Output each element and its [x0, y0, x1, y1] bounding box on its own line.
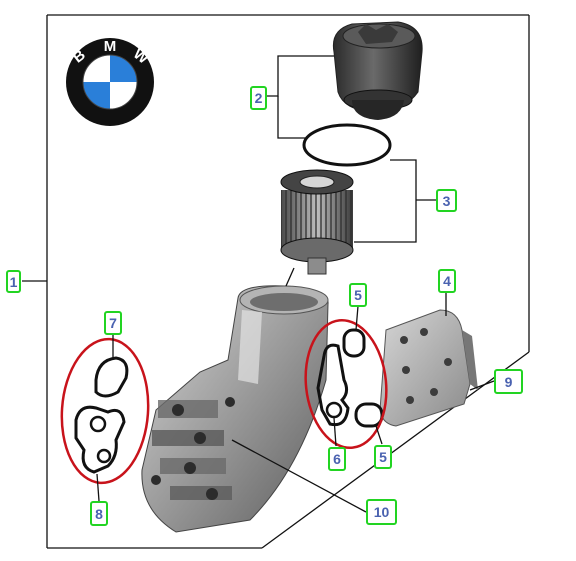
leader-lines — [96, 55, 495, 513]
oil-cooler — [379, 309, 478, 427]
gasket-group-left — [74, 356, 129, 474]
callout-10[interactable]: 10 — [366, 499, 397, 525]
callout-7[interactable]: 7 — [104, 311, 122, 335]
callout-8[interactable]: 8 — [90, 501, 108, 526]
callout-5-bottom[interactable]: 5 — [374, 445, 392, 469]
frame-outline — [22, 14, 530, 549]
highlight-circle-left — [60, 337, 150, 485]
callout-3[interactable]: 3 — [436, 189, 457, 212]
callout-9[interactable]: 9 — [494, 369, 523, 394]
logo-letter-m: M — [104, 38, 117, 55]
bmw-logo: B M W — [66, 38, 154, 126]
callout-1[interactable]: 1 — [6, 270, 21, 293]
oil-filter-element — [280, 169, 354, 275]
cap-seal-ring — [302, 123, 392, 167]
callout-4[interactable]: 4 — [438, 269, 456, 293]
oil-filter-cap — [332, 21, 423, 120]
callout-5-top[interactable]: 5 — [349, 283, 367, 307]
highlight-circle-middle — [304, 318, 388, 450]
callout-6[interactable]: 6 — [328, 447, 346, 471]
gasket-group-middle — [316, 328, 384, 428]
oil-filter-housing — [141, 285, 329, 533]
callout-2[interactable]: 2 — [250, 86, 267, 110]
